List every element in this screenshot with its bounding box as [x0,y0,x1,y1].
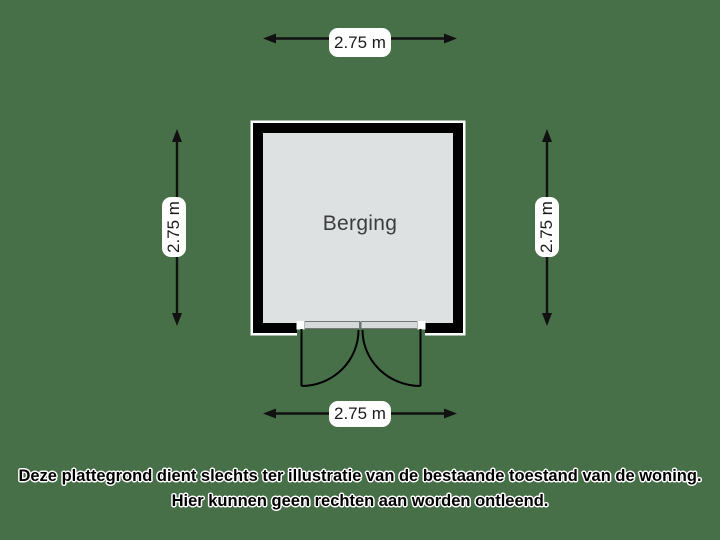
door-jamb-left [296,321,305,330]
arrowhead-down-icon [172,313,182,326]
disclaimer-line-1: Deze plattegrond dient slechts ter illus… [18,467,702,485]
threshold-right [360,321,418,329]
room-berging [250,120,466,336]
door-opening [296,321,426,338]
arrowhead-up-icon [172,129,182,142]
dimension-label-top: 2.75 m [329,28,391,57]
arrowhead-left-icon [263,408,276,419]
arrowhead-right-icon [444,33,457,44]
arrowhead-down-icon [542,313,552,326]
dimension-label-bottom: 2.75 m [329,401,391,427]
double-door [300,329,422,387]
door-swing-arc-left [301,329,360,387]
arrowhead-right-icon [444,408,457,419]
threshold-left [304,321,360,329]
disclaimer-text: Deze plattegrond dient slechts ter illus… [0,464,720,514]
door-swing-arc-right [361,329,421,387]
arrowhead-left-icon [263,33,276,44]
room-name-label: Berging [322,212,398,235]
dimension-label-right: 2.75 m [535,197,559,257]
room-floor [263,133,453,323]
disclaimer-line-2: Hier kunnen geen rechten aan worden ontl… [171,492,549,510]
arrowhead-up-icon [542,129,552,142]
dimension-label-left: 2.75 m [162,197,186,257]
door-jamb-right [417,321,426,330]
